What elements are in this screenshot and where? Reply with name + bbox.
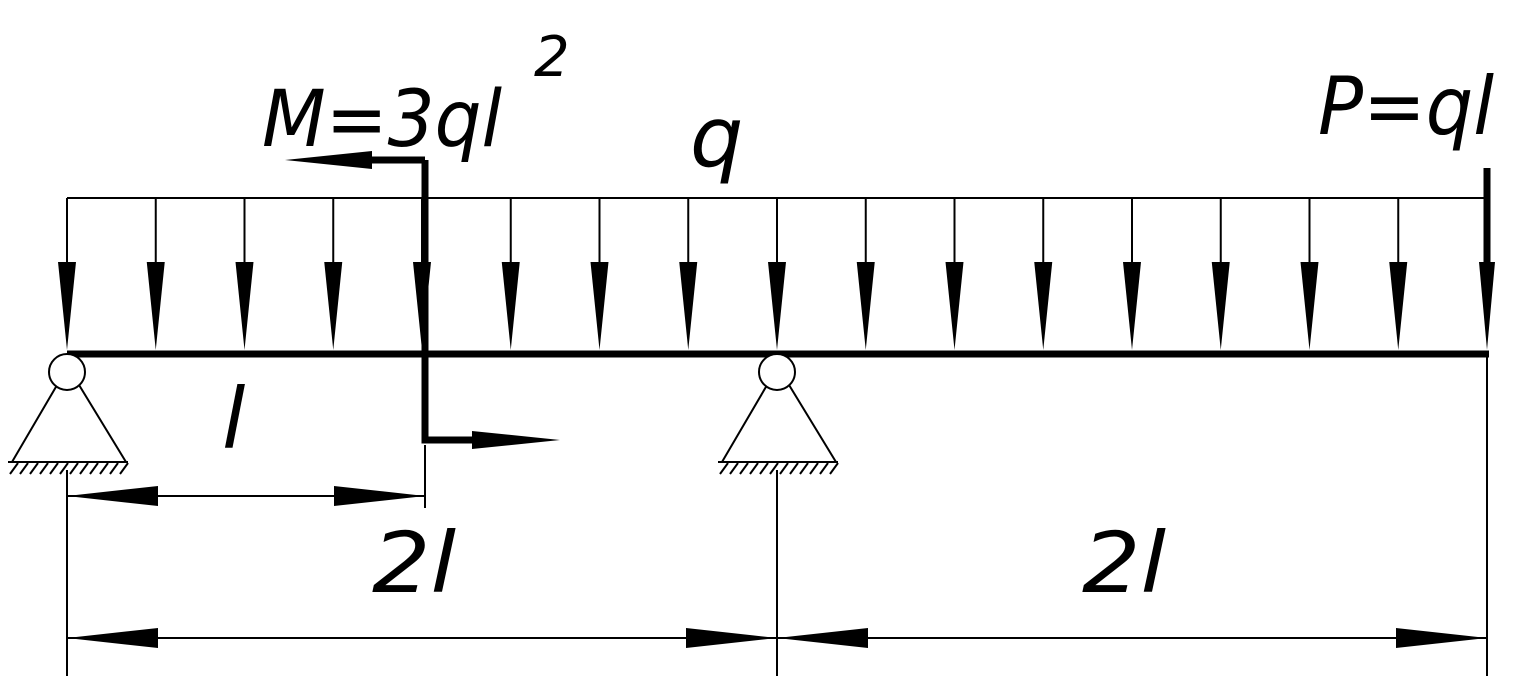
point-force-label: P=ql	[1318, 60, 1494, 153]
load-arrow	[146, 198, 165, 350]
load-arrow	[590, 198, 609, 350]
load-arrow	[1034, 198, 1053, 350]
load-arrow	[856, 198, 875, 350]
load-arrow	[945, 198, 964, 350]
moment-offset-label: l	[222, 370, 245, 468]
moment-label: M=3ql	[262, 75, 502, 165]
moment-exponent: 2	[534, 25, 570, 90]
load-arrow	[1389, 198, 1408, 350]
moment-symbol	[285, 151, 560, 449]
dimension-2l-left	[67, 628, 777, 648]
span-left-label: 2l	[372, 514, 456, 612]
load-arrow	[768, 198, 786, 350]
distributed-load-label: q	[690, 88, 743, 186]
ground-hatch-middle	[719, 462, 839, 475]
point-force-arrow	[1479, 168, 1495, 350]
load-arrow	[1123, 198, 1141, 350]
dimension-l	[67, 486, 425, 506]
load-arrow	[1211, 198, 1230, 350]
load-arrow	[679, 198, 698, 350]
load-arrow	[324, 198, 343, 350]
middle-pin-support	[718, 353, 839, 475]
left-pin-support	[8, 353, 129, 475]
dimension-2l-right	[777, 628, 1487, 648]
load-arrow	[235, 198, 254, 350]
load-arrow	[1300, 198, 1319, 350]
load-arrow	[501, 198, 520, 350]
span-right-label: 2l	[1082, 514, 1166, 612]
ground-hatch-left	[9, 462, 129, 475]
distributed-load-arrows	[58, 198, 1408, 350]
load-arrow	[58, 198, 76, 350]
